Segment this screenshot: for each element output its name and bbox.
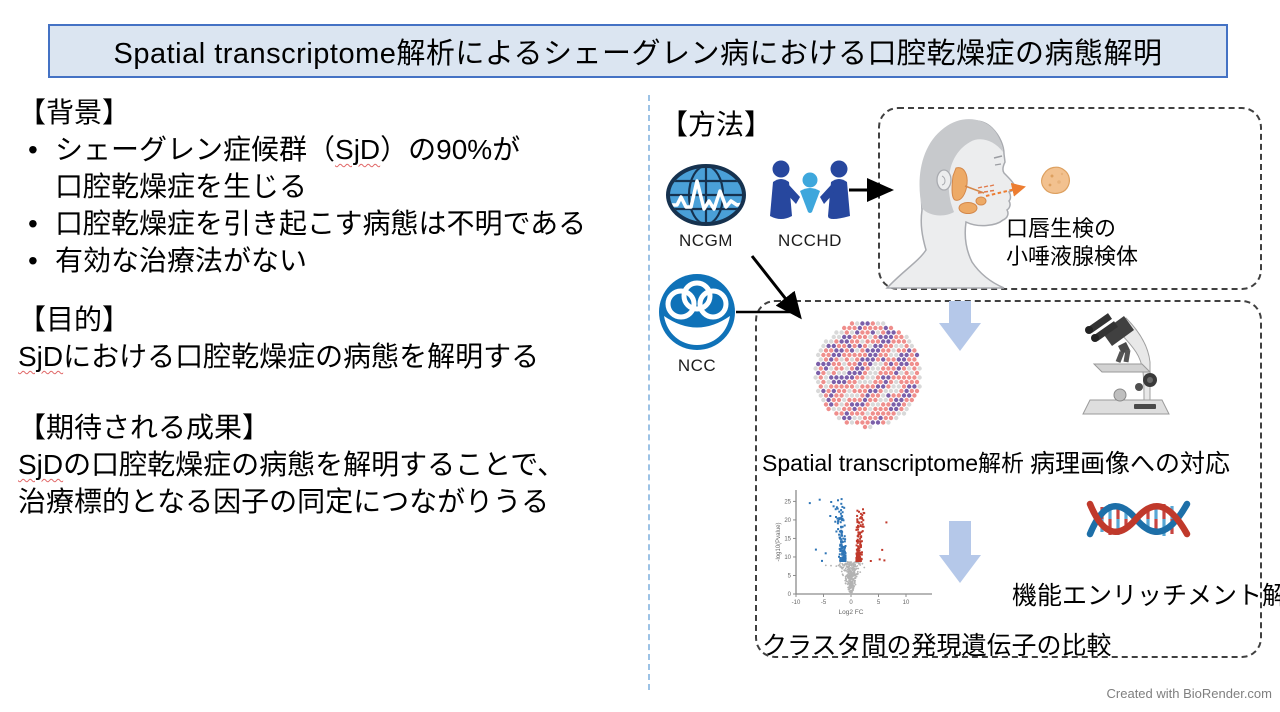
text-run: シェーグレン症候群（	[55, 134, 336, 165]
svg-text:10: 10	[784, 555, 791, 561]
cluster-label: クラスタ間の発現遺伝子の比較	[762, 632, 1112, 660]
svg-text:25: 25	[784, 499, 791, 505]
section-divider	[648, 95, 650, 690]
purpose-section: 【目的】 SjDにおける口腔乾燥症の病態を解明する	[18, 301, 539, 375]
dna-icon	[1086, 500, 1191, 538]
ncgm-label: NCGM	[679, 231, 733, 250]
purpose-text: SjDにおける口腔乾燥症の病態を解明する	[18, 338, 539, 375]
outcome-section: 【期待される成果】 SjDの口腔乾燥症の病態を解明することで、 治療標的となる因…	[18, 409, 565, 520]
text-run: 治療標的となる因子の同定につながりうる	[18, 486, 550, 517]
specimen-blob-icon	[1041, 166, 1070, 194]
down-arrow-icon	[939, 301, 981, 351]
text-run: 口唇生検の	[1006, 216, 1117, 241]
enrichment-label: 機能エンリッチメント解析	[1012, 582, 1280, 610]
background-bullet-1: シェーグレン症候群（SjD）の90%が 口腔乾燥症を生じる	[18, 131, 586, 205]
spatial-transcriptome-plot	[813, 321, 922, 430]
title-box: Spatial transcriptome解析によるシェーグレン病における口腔乾…	[48, 24, 1228, 78]
svg-text:-log10(Pvalue): -log10(Pvalue)	[776, 522, 782, 561]
hair	[919, 119, 1003, 216]
ncchd-label: NCCHD	[778, 231, 842, 250]
sjd-term: SjD	[18, 449, 64, 480]
background-bullet-2: 口腔乾燥症を引き起こす病態は不明である	[18, 205, 586, 242]
svg-text:15: 15	[784, 536, 791, 542]
analysis-box	[755, 300, 1262, 658]
ncc-logo-icon	[659, 274, 735, 350]
outcome-heading: 【期待される成果】	[18, 412, 271, 443]
spatial-label: Spatial transcriptome解析	[762, 450, 1025, 476]
down-arrow-icon	[939, 521, 981, 583]
text-run: における口腔乾燥症の病態を解明する	[63, 341, 540, 372]
microscope-icon	[1082, 313, 1170, 415]
text-run: 口腔乾燥症を生じる	[55, 171, 308, 202]
svg-text:0: 0	[849, 600, 853, 606]
ncc-label: NCC	[677, 356, 717, 375]
svg-text:0: 0	[788, 592, 792, 598]
sjd-term: SjD	[335, 134, 381, 165]
svg-text:-10: -10	[792, 600, 801, 606]
biorender-credit: Created with BioRender.com	[1106, 686, 1272, 701]
background-bullet-3: 有効な治療法がない	[18, 242, 586, 279]
biopsy-label: 口唇生検の 小唾液腺検体	[1006, 215, 1138, 271]
svg-text:-5: -5	[821, 600, 827, 606]
face-illustration	[885, 119, 1070, 289]
text-run: ）の90%が	[380, 134, 521, 165]
purpose-heading: 【目的】	[18, 304, 131, 335]
background-section: 【背景】 シェーグレン症候群（SjD）の90%が 口腔乾燥症を生じる 口腔乾燥症…	[18, 94, 586, 279]
salivary-gland	[951, 167, 968, 201]
svg-text:5: 5	[877, 600, 881, 606]
ear	[936, 169, 952, 191]
salivary-gland	[958, 202, 978, 214]
ncchd-logo-icon	[770, 160, 850, 219]
outcome-text: SjDの口腔乾燥症の病態を解明することで、 治療標的となる因子の同定につながりう…	[18, 446, 565, 520]
methods-heading: 【方法】	[660, 109, 773, 140]
svg-text:20: 20	[784, 518, 791, 524]
text-run: 小唾液腺検体	[1006, 244, 1139, 269]
svg-text:5: 5	[788, 573, 792, 579]
page-title: Spatial transcriptome解析によるシェーグレン病における口腔乾…	[113, 38, 1163, 70]
svg-text:10: 10	[903, 600, 910, 606]
text-run: の口腔乾燥症の病態を解明することで、	[63, 449, 566, 480]
sjd-term: SjD	[18, 341, 64, 372]
ncgm-logo-icon	[666, 164, 746, 226]
svg-text:Log2 FC: Log2 FC	[839, 609, 864, 616]
background-heading: 【背景】	[18, 97, 131, 128]
pathology-label: 病理画像への対応	[1030, 450, 1231, 478]
